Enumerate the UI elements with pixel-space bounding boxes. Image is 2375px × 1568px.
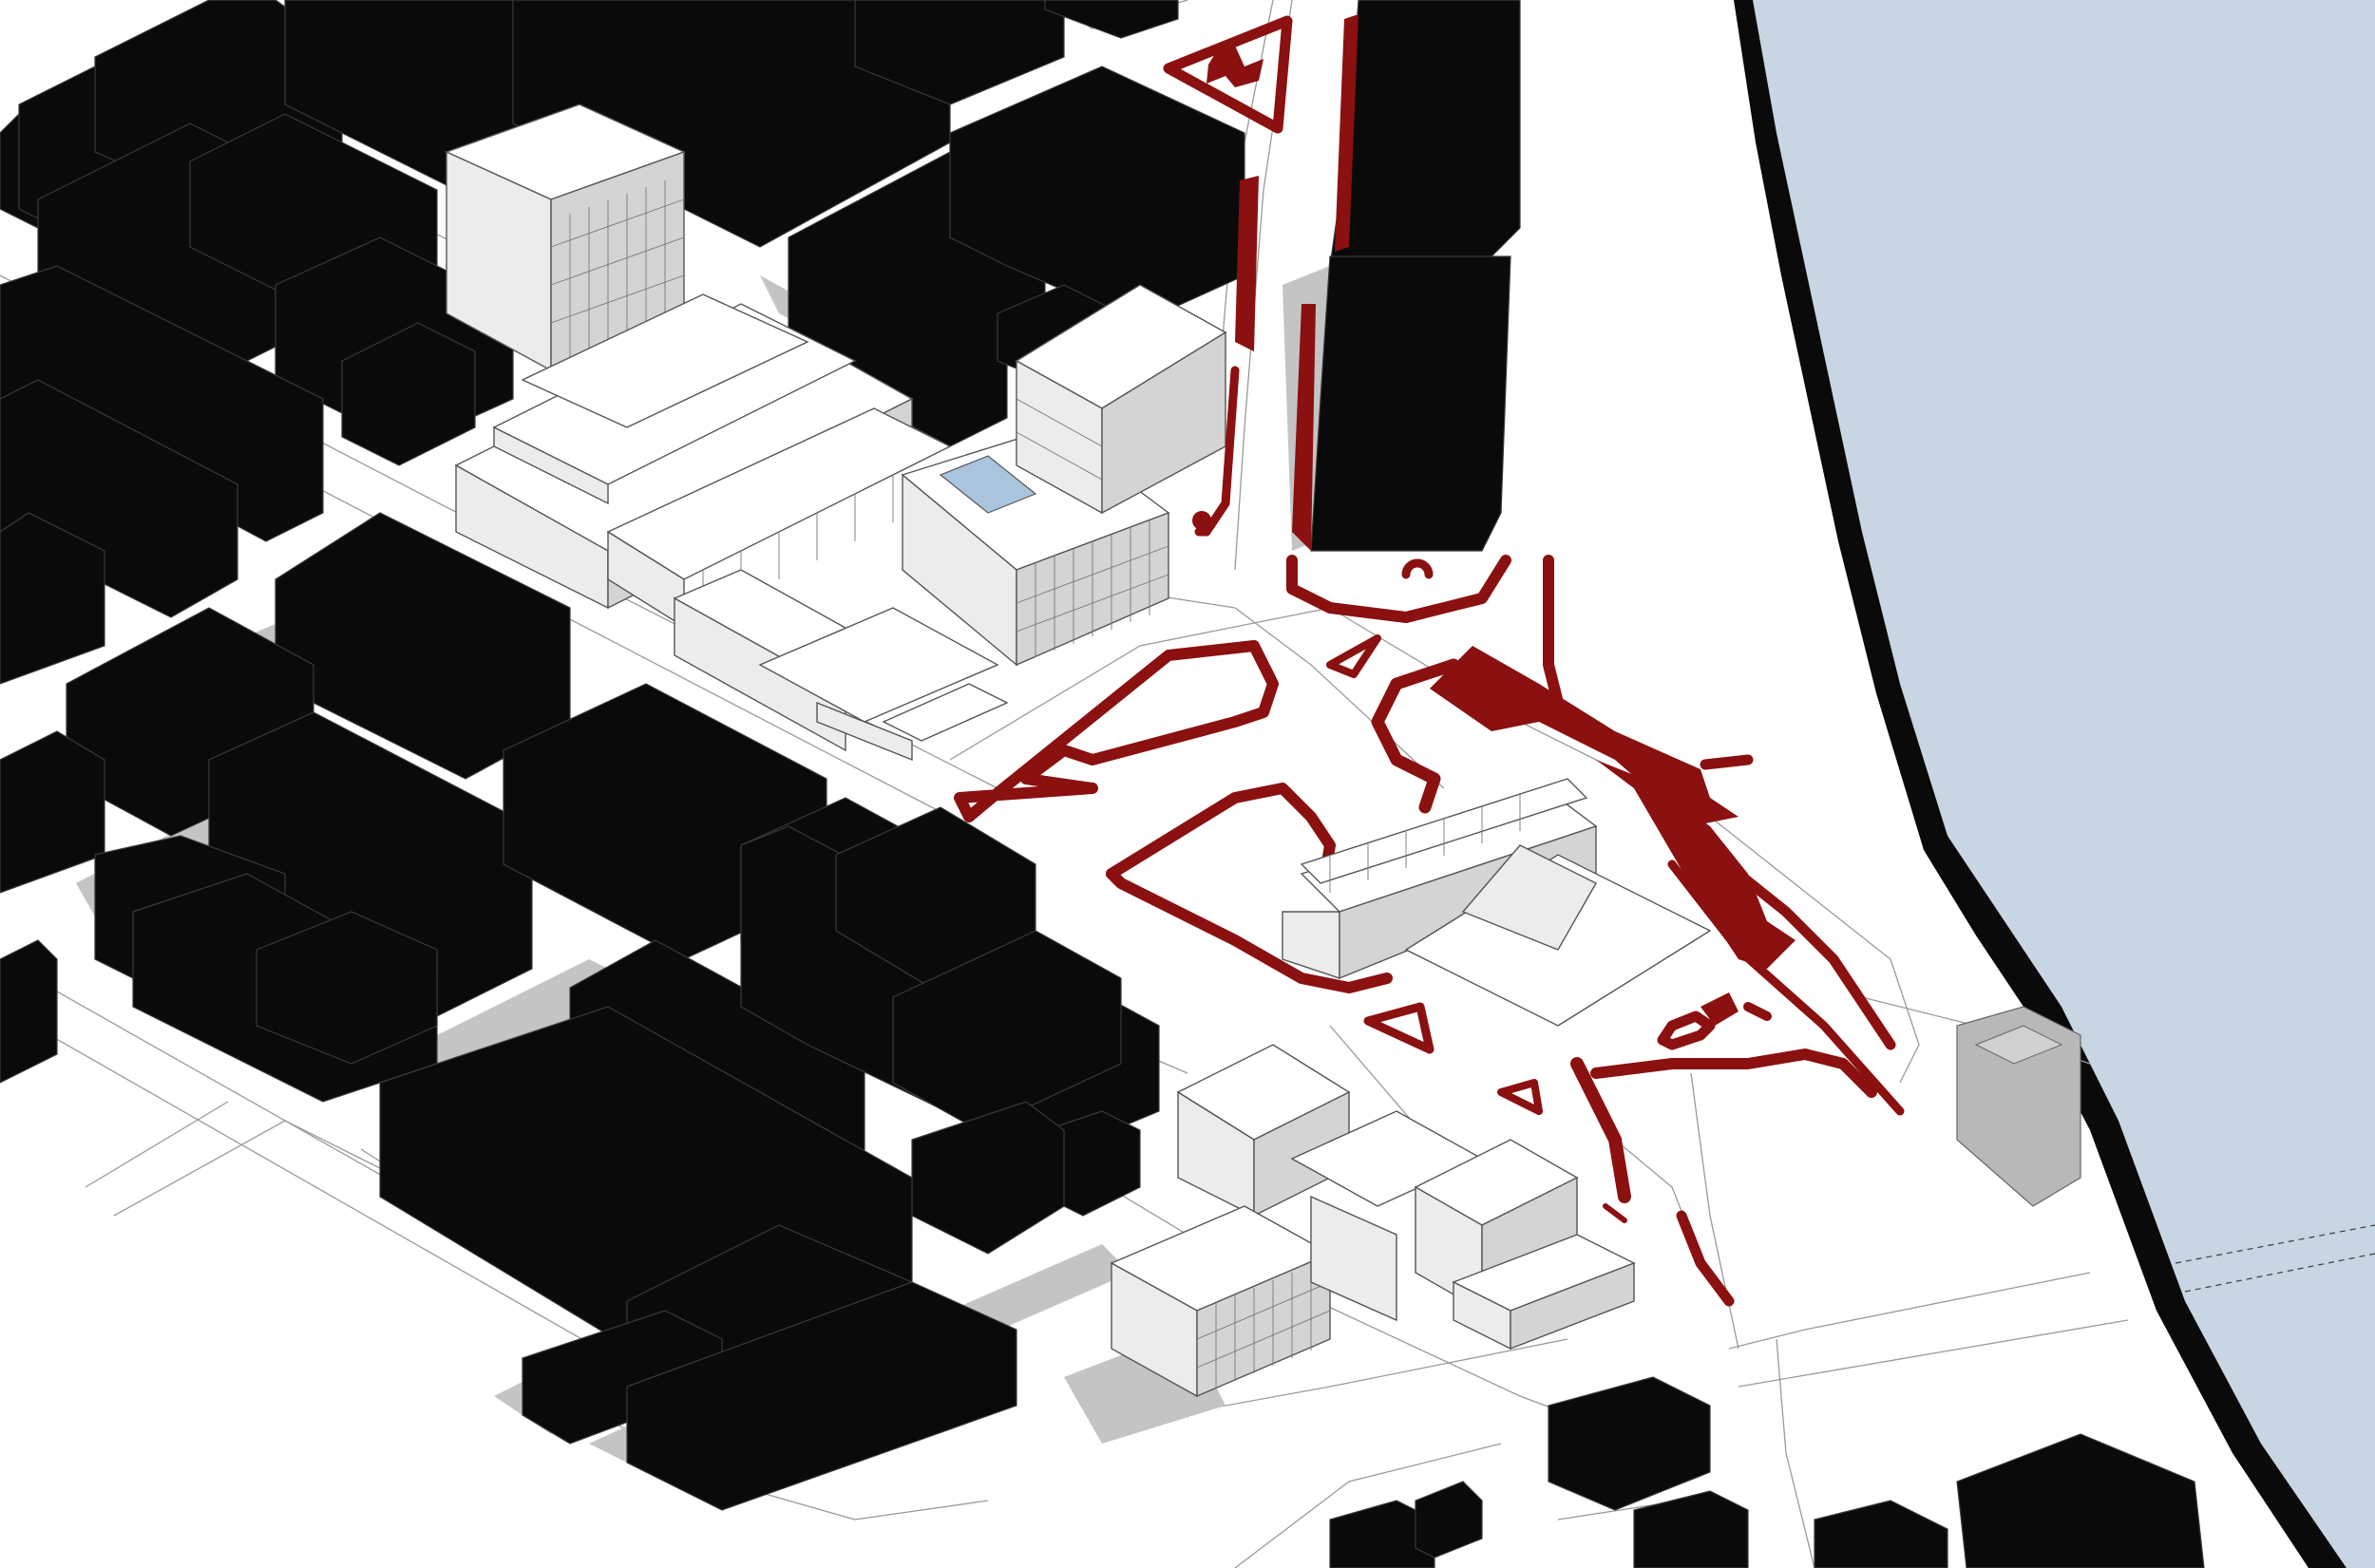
red-path-node bbox=[1603, 1203, 1627, 1223]
focus-building-pavilion bbox=[1282, 797, 1712, 1027]
red-path-south-curve-2 bbox=[1590, 1048, 1877, 1098]
context-building bbox=[0, 939, 58, 1084]
bridge-structure bbox=[1300, 778, 1588, 893]
red-path-east-strip-lower bbox=[1292, 304, 1316, 551]
context-building bbox=[341, 322, 476, 466]
context-building bbox=[1956, 1433, 2205, 1568]
red-path-triangle bbox=[1163, 15, 1293, 134]
context-building bbox=[0, 512, 105, 685]
context-building bbox=[1044, 0, 1179, 39]
red-path-east-curve bbox=[1743, 1002, 1772, 1021]
red-path-east-strip bbox=[1335, 14, 1358, 252]
red-path-boulevard-spine bbox=[1596, 760, 1796, 969]
skylight bbox=[939, 455, 1037, 514]
red-path-triangle-small bbox=[1326, 634, 1381, 678]
red-path-triangle-pavilion bbox=[1363, 1002, 1434, 1054]
red-path-connector bbox=[1700, 754, 1754, 770]
red-path-blob bbox=[1700, 992, 1738, 1026]
red-path-hook bbox=[1657, 1011, 1716, 1050]
focus-building-atrium bbox=[606, 407, 952, 629]
red-path-west-strip bbox=[1235, 176, 1259, 351]
red-path-market-curve bbox=[1371, 658, 1460, 814]
context-building bbox=[1814, 1500, 1948, 1568]
water-dashed-line-2 bbox=[2184, 1253, 2375, 1293]
red-path-river-spur bbox=[1676, 1210, 1735, 1307]
red-path-promenade-2 bbox=[1667, 860, 1905, 1116]
context-building bbox=[1329, 0, 1521, 267]
red-path-triangle-south bbox=[1497, 1079, 1543, 1115]
context-building bbox=[1310, 255, 1511, 552]
highlighted-paths bbox=[954, 14, 1905, 1307]
context-building bbox=[892, 930, 1122, 1131]
context-building bbox=[854, 0, 1065, 105]
red-path-boulevard bbox=[1430, 646, 1738, 826]
context-building bbox=[1633, 1490, 1749, 1568]
red-path-west-strip-lower bbox=[1194, 366, 1240, 537]
context-building bbox=[626, 1281, 1017, 1511]
focus-building-riverside bbox=[1956, 1006, 2081, 1207]
red-path-parking-north bbox=[954, 640, 1279, 822]
context-building bbox=[256, 911, 438, 1065]
water-dashed-line bbox=[2175, 1224, 2375, 1264]
context-building bbox=[1415, 1481, 1483, 1559]
context-building bbox=[0, 730, 105, 894]
red-path-parking-south-2 bbox=[1106, 868, 1393, 993]
red-path-south-curve bbox=[1570, 1057, 1631, 1203]
red-path-plaza-loop bbox=[1286, 555, 1511, 623]
red-path-plaza-dot bbox=[1401, 558, 1434, 579]
context-building bbox=[949, 66, 1245, 324]
red-path-promenade bbox=[1685, 830, 1896, 1050]
focus-building-framework bbox=[1290, 1110, 1636, 1351]
focus-buildings bbox=[445, 104, 2081, 1398]
red-cross-plaza bbox=[1206, 46, 1264, 87]
water-area bbox=[1753, 0, 2375, 1568]
focus-building-warehouse bbox=[673, 569, 1009, 762]
context-building bbox=[1548, 1376, 1711, 1511]
red-path-parking-south bbox=[1106, 783, 1336, 879]
red-path-dot-west bbox=[1192, 511, 1211, 530]
river bbox=[1734, 0, 2375, 1568]
focus-building-south-block bbox=[1176, 1044, 1351, 1218]
context-building bbox=[0, 265, 324, 542]
red-path-boulevard-arm bbox=[1543, 555, 1564, 708]
context-building bbox=[911, 1101, 1065, 1255]
